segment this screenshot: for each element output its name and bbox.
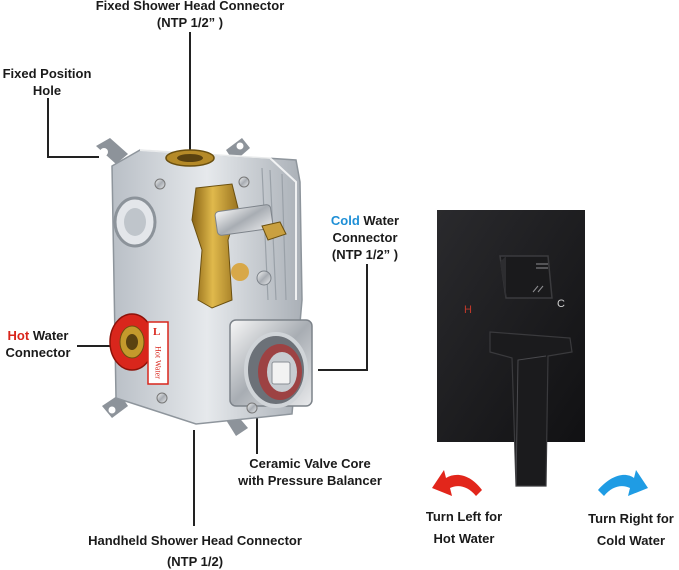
diverter-knob: [499, 255, 553, 299]
leader-cold-v: [366, 264, 368, 370]
leader-fixed-head: [189, 32, 191, 150]
sticker-text: Hot Water: [153, 346, 163, 379]
valve-body: [96, 138, 313, 436]
label-handheld: Handheld Shower Head Connector (NTP 1/2): [88, 533, 302, 569]
leader-handheld: [193, 430, 195, 526]
leader-fixed-hole-v: [47, 98, 49, 156]
lever-handle: [489, 331, 573, 487]
leader-hot: [77, 345, 111, 347]
plate-mark-cold: C: [557, 298, 565, 310]
label-hot-water: Hot Water Connector: [5, 328, 71, 360]
leader-cold-h: [318, 369, 368, 371]
label-fixed-hole: Fixed Position Hole: [2, 66, 92, 98]
label-cold-water: Cold Water Connector (NTP 1/2” ): [330, 213, 400, 262]
cold-accent: Cold: [330, 213, 360, 228]
leader-fixed-hole-h: [47, 156, 99, 158]
hot-arrow-icon: [432, 470, 482, 496]
label-fixed-head: Fixed Shower Head Connector (NTP 1/2” ): [95, 0, 285, 30]
hot-accent: Hot: [7, 328, 30, 343]
plate-mark-hot: H: [464, 304, 472, 316]
mounting-ear-top-left: [96, 138, 128, 164]
fixed-position-hole: [100, 148, 108, 156]
hot-water-sticker: [147, 321, 169, 385]
cold-arrow-icon: [598, 470, 648, 496]
black-square-plate: [437, 210, 585, 442]
label-turn-left: Turn Left for Hot Water: [425, 509, 503, 546]
leader-ceramic: [256, 402, 258, 454]
label-turn-right: Turn Right for Cold Water: [588, 511, 674, 548]
valve-stem: [271, 361, 291, 385]
label-ceramic-core: Ceramic Valve Core with Pressure Balance…: [238, 456, 382, 488]
trim-plate: [437, 210, 585, 487]
sticker-letter: L: [153, 326, 161, 338]
